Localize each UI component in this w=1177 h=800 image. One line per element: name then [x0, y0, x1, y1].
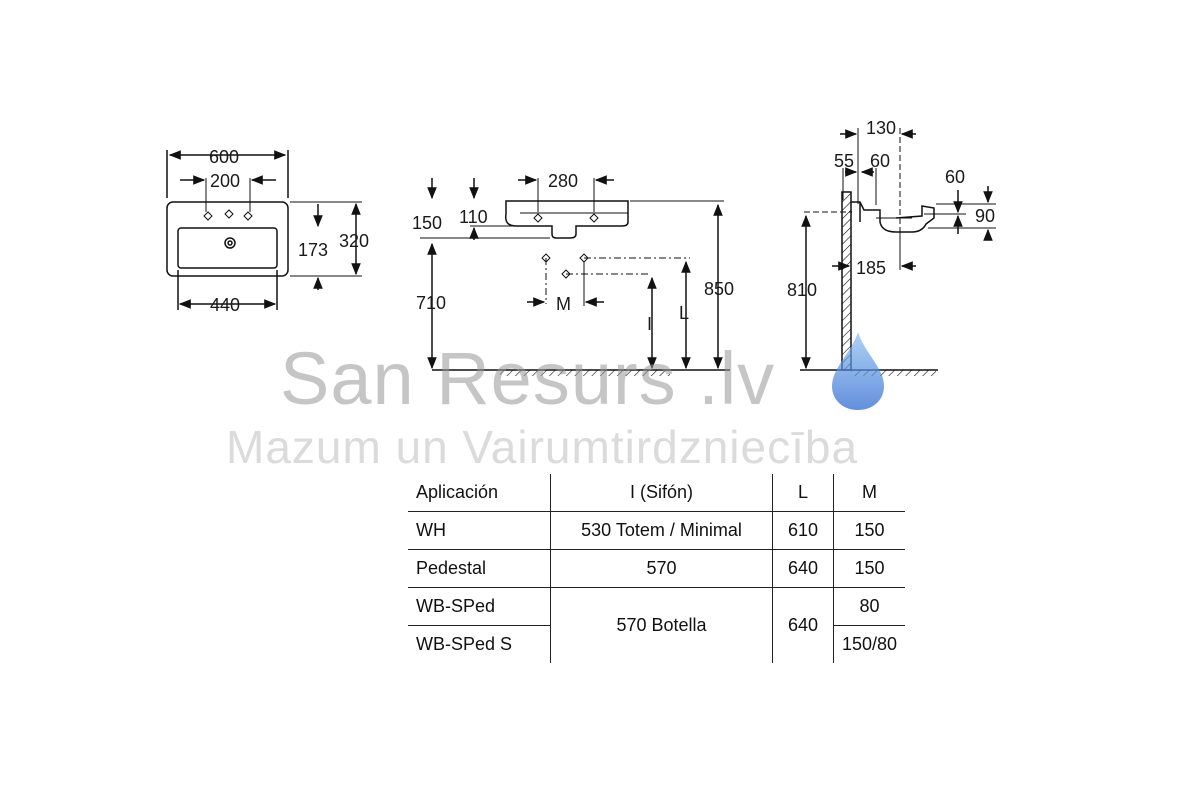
cell-m: 150: [833, 549, 906, 588]
label-m: M: [556, 294, 571, 314]
basin-front-outline: [504, 200, 629, 239]
water-drop-icon: [832, 332, 884, 410]
cell-l: 640: [772, 587, 834, 663]
dim-60a: 60: [870, 151, 890, 171]
cell-app: WB-SPed S: [416, 634, 513, 654]
cell-m: 150/80: [833, 625, 906, 663]
dim-320: 320: [339, 231, 369, 251]
cell-l: 610: [772, 511, 834, 550]
bowl-outline: [177, 227, 278, 269]
table-row: WB-SPed S 150/80: [408, 625, 906, 663]
cell-i: 570: [550, 549, 773, 588]
front-view-labels: 280 150 110 710 850 M L I: [412, 171, 734, 334]
dim-150: 150: [412, 213, 442, 233]
cell-app: WH: [408, 511, 551, 550]
dim-60b: 60: [945, 167, 965, 187]
cell-app: Pedestal: [408, 549, 551, 588]
front-view: [420, 175, 730, 376]
table-row: WB-SPed 570 Botella 640 80: [408, 587, 906, 663]
cell-i: 570 Botella: [550, 587, 773, 663]
dim-55: 55: [834, 151, 854, 171]
basin-side-outline: [851, 201, 935, 233]
top-view: [166, 150, 362, 310]
header-l: L: [772, 474, 834, 512]
dim-185: 185: [856, 258, 886, 278]
cell-i: 530 Totem / Minimal: [550, 511, 773, 550]
dim-90: 90: [975, 206, 995, 226]
header-sifon: I (Sifón): [550, 474, 773, 512]
dim-280: 280: [548, 171, 578, 191]
dim-110: 110: [459, 207, 488, 227]
dim-850: 850: [704, 279, 734, 299]
specification-table: Aplicación I (Sifón) L M WH 530 Totem / …: [408, 474, 906, 663]
basin-outline: [166, 201, 289, 277]
watermark-tagline: Mazum un Vairumtirdzniecība: [226, 421, 859, 473]
dim-173: 173: [298, 240, 328, 260]
drain-icon: [224, 237, 236, 249]
table-row: Pedestal 570 640 150: [408, 549, 906, 588]
drain-inner: [227, 240, 233, 246]
cell-m: 150: [833, 511, 906, 550]
cell-app: WB-SPed: [408, 587, 551, 626]
cell-l: 640: [772, 549, 834, 588]
dim-710: 710: [416, 293, 446, 313]
dim-600: 600: [209, 147, 239, 167]
dim-200: 200: [210, 171, 240, 191]
top-view-labels: 600 200 173 320 440: [209, 147, 369, 315]
dim-810: 810: [787, 280, 817, 300]
header-aplicacion: Aplicación: [408, 474, 551, 512]
tap-hole-markers: [203, 209, 253, 221]
cell-m: 80: [833, 587, 906, 626]
label-i: I: [647, 314, 652, 334]
dim-440: 440: [210, 295, 240, 315]
label-l: L: [679, 303, 689, 323]
table-row: WH 530 Totem / Minimal 610 150: [408, 511, 906, 550]
dim-130: 130: [866, 118, 896, 138]
watermark-brand: San Resurs .lv: [280, 337, 776, 420]
header-m: M: [833, 474, 906, 512]
side-view-labels: 130 55 60 60 90 810 185: [787, 118, 995, 300]
